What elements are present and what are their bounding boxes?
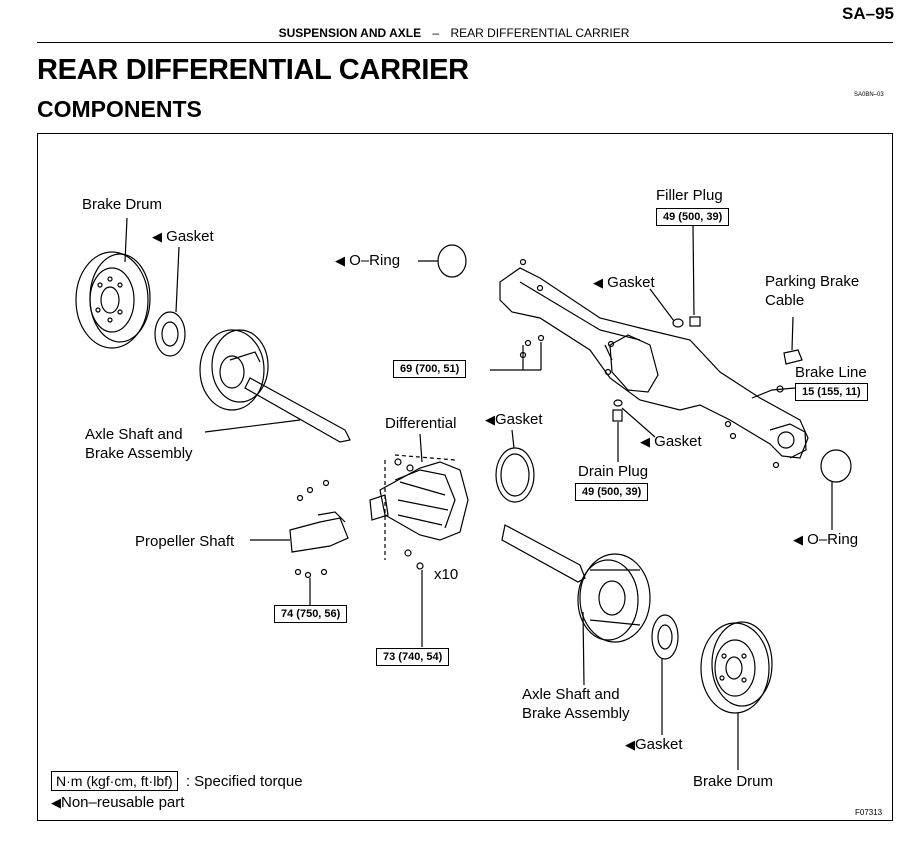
page-number: SA–95: [842, 4, 894, 23]
non-reusable-marker-icon: ◀: [625, 737, 635, 752]
label-x10: x10: [434, 566, 459, 583]
label-axle-shaft-right-line2: Brake Assembly: [522, 705, 630, 722]
legend-non-reusable: ◀Non–reusable part: [51, 793, 184, 812]
label-gasket-bottom: ◀Gasket: [625, 735, 683, 754]
label-oring-top: ◀ O–Ring: [335, 251, 400, 270]
legend-torque: N·m (kgf·cm, ft·lbf) : Specified torque: [51, 771, 303, 791]
label-gasket-drain-text: Gasket: [654, 433, 702, 450]
drain-plug-drawing: [612, 399, 656, 462]
axle-shaft-left-drawing: [199, 329, 351, 443]
label-gasket-left: ◀ Gasket: [152, 227, 214, 246]
non-reusable-marker-icon: ◀: [593, 275, 603, 290]
label-axle-shaft-left-line1: Axle Shaft and: [85, 426, 183, 443]
torque-drain-plug: 49 (500, 39): [575, 483, 649, 501]
brake-line-drawing: [751, 316, 803, 399]
label-filler-plug: Filler Plug: [656, 187, 723, 204]
label-axle-shaft-right: Axle Shaft and Brake Assembly: [522, 685, 630, 723]
non-reusable-marker-icon: ◀: [51, 795, 61, 810]
oring-right-drawing: [820, 449, 852, 530]
label-gasket-bottom-text: Gasket: [635, 736, 683, 753]
header-rule: [37, 42, 893, 43]
non-reusable-marker-icon: ◀: [335, 253, 345, 268]
label-brake-drum-right: Brake Drum: [693, 773, 774, 790]
label-oring-top-text: O–Ring: [349, 252, 401, 269]
non-reusable-marker-icon: ◀: [640, 434, 650, 449]
label-gasket-drain: ◀ Gasket: [640, 432, 702, 451]
label-gasket-filler: ◀ Gasket: [593, 273, 655, 292]
legend-torque-desc: : Specified torque: [185, 773, 303, 790]
legend-non-reusable-desc: Non–reusable part: [61, 794, 185, 811]
torque-filler-plug: 49 (500, 39): [656, 208, 730, 226]
label-gasket-mid-text: Gasket: [495, 411, 543, 428]
torque-differential: 73 (740, 54): [376, 648, 450, 666]
label-parking-brake-cable: Parking Brake Cable: [765, 272, 859, 310]
torque-propeller: 74 (750, 56): [274, 605, 348, 623]
doc-code: SA0BN–03: [854, 92, 884, 98]
label-parking-brake-line2: Cable: [765, 292, 805, 309]
torque-brake-line: 15 (155, 11): [795, 383, 868, 401]
header-topic: REAR DIFFERENTIAL CARRIER: [450, 26, 630, 40]
filler-plug-drawing: [649, 225, 701, 328]
non-reusable-marker-icon: ◀: [152, 229, 162, 244]
gasket-left-drawing: [154, 246, 186, 357]
label-oring-right: ◀ O–Ring: [793, 530, 858, 549]
axle-housing-drawing: [499, 267, 809, 459]
label-gasket-filler-text: Gasket: [607, 274, 655, 291]
label-differential: Differential: [385, 415, 457, 432]
label-axle-shaft-left-line2: Brake Assembly: [85, 445, 193, 462]
label-parking-brake-line1: Parking Brake: [765, 273, 860, 290]
brake-drum-right-drawing: [700, 621, 773, 770]
gasket-mid-drawing: [495, 429, 535, 503]
label-axle-shaft-right-line1: Axle Shaft and: [522, 686, 620, 703]
figure-code: F07313: [855, 808, 883, 817]
gasket-right-drawing: [651, 614, 679, 735]
label-axle-shaft-left: Axle Shaft and Brake Assembly: [85, 425, 193, 463]
figure-frame: [37, 133, 893, 821]
page-title: REAR DIFFERENTIAL CARRIER: [37, 54, 469, 86]
header-section: SUSPENSION AND AXLE: [278, 26, 422, 40]
non-reusable-marker-icon: ◀: [793, 532, 803, 547]
label-brake-line: Brake Line: [795, 364, 867, 381]
label-drain-plug: Drain Plug: [578, 463, 649, 480]
non-reusable-marker-icon: ◀: [485, 412, 495, 427]
differential-drawing: [369, 433, 469, 647]
propeller-shaft-drawing: [250, 479, 349, 606]
label-gasket-left-text: Gasket: [166, 228, 214, 245]
running-header: SUSPENSION AND AXLE – REAR DIFFERENTIAL …: [0, 26, 908, 40]
axle-shaft-right-drawing: [501, 524, 651, 686]
oring-top-drawing: [418, 244, 467, 278]
label-propeller-shaft: Propeller Shaft: [135, 533, 235, 550]
torque-housing-nuts: 69 (700, 51): [393, 360, 467, 378]
label-gasket-mid: ◀Gasket: [485, 410, 543, 429]
label-oring-right-text: O–Ring: [807, 531, 859, 548]
header-separator: –: [432, 26, 440, 40]
housing-studs-drawing: [490, 258, 780, 469]
page-subtitle: COMPONENTS: [37, 96, 202, 122]
label-brake-drum-left: Brake Drum: [82, 196, 163, 213]
brake-drum-left-drawing: [75, 217, 151, 349]
legend-torque-unit: N·m (kgf·cm, ft·lbf): [51, 771, 178, 791]
